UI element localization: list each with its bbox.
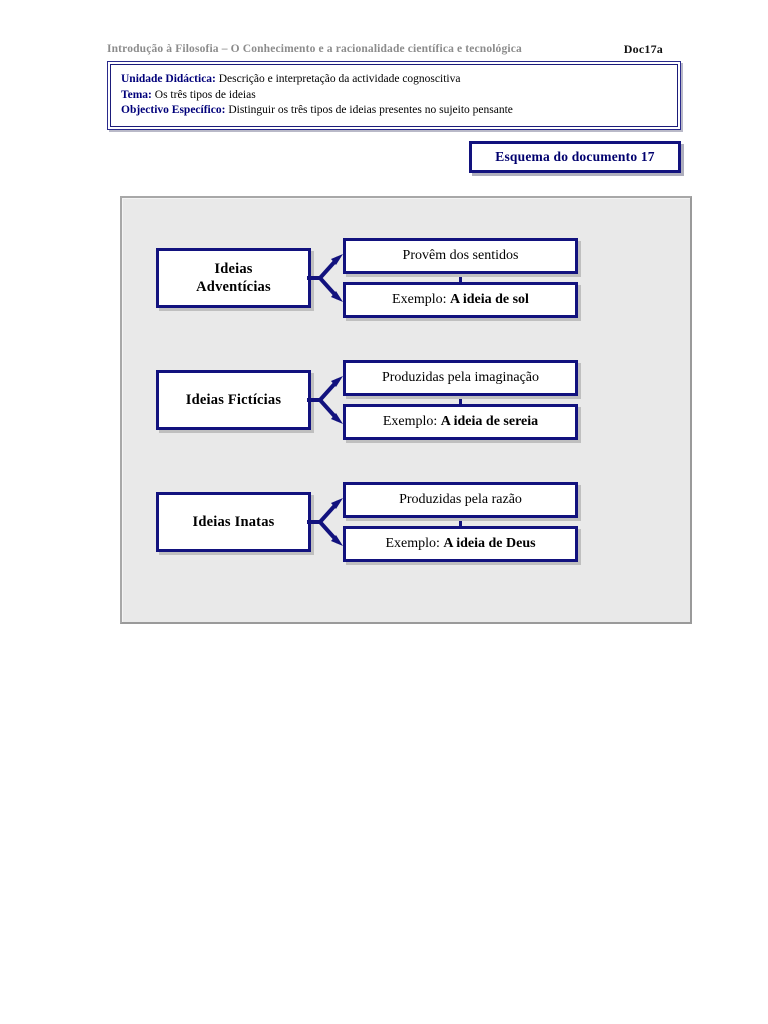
category-box-ficticias: Ideias Fictícias [156,370,311,430]
lesson-info-box: Unidade Didáctica: Descrição e interpret… [107,61,681,130]
category-label-adventicias: Ideias Adventícias [196,261,271,295]
category-label-inatas: Ideias Inatas [192,514,275,530]
info-value-objectivo-especifico: Distinguir os três tipos de ideias prese… [225,104,513,116]
info-label-objectivo-especifico: Objectivo Específico: [121,104,226,116]
category-box-adventicias: Ideias Adventícias [156,248,311,308]
example-text-inatas: Exemplo: A ideia de Deus [385,536,535,552]
example-value-adventicias: A ideia de sol [449,292,529,307]
description-box-inatas: Produzidas pela razão [343,482,578,518]
vertical-connector-adventicias [459,273,462,283]
description-label-inatas: Produzidas pela razão [399,492,522,507]
info-label-unidade-didactica: Unidade Didáctica: [121,73,216,85]
info-value-tema: Os três tipos de ideias [151,88,256,101]
vertical-connector-inatas [459,517,462,527]
example-box-adventicias: Exemplo: A ideia de sol [343,282,578,318]
example-text-adventicias: Exemplo: A ideia de sol [392,292,529,308]
header-doc-code: Doc17a [623,41,663,56]
diagram-group-adventicias: Ideias Adventícias Provêm dos sentidos E… [122,238,690,338]
example-box-ficticias: Exemplo: A ideia de sereia [343,404,578,440]
example-value-inatas: A ideia de Deus [443,536,536,551]
example-text-ficticias: Exemplo: A ideia de sereia [383,414,538,430]
esquema-title-box: Esquema do documento 17 [469,141,681,173]
category-label-ficticias: Ideias Fictícias [185,392,282,408]
description-box-ficticias: Produzidas pela imaginação [343,360,578,396]
header-title: Introdução à Filosofia – O Conhecimento … [107,43,522,55]
lesson-info-inner-frame: Unidade Didáctica: Descrição e interpret… [110,64,678,127]
vertical-connector-ficticias [459,395,462,405]
description-label-ficticias: Produzidas pela imaginação [381,370,540,385]
category-box-inatas: Ideias Inatas [156,492,311,552]
description-box-adventicias: Provêm dos sentidos [343,238,578,274]
document-header: Introdução à Filosofia – O Conhecimento … [107,40,685,58]
example-box-inatas: Exemplo: A ideia de Deus [343,526,578,562]
example-prefix-adventicias: Exemplo: [392,292,450,307]
example-value-ficticias: A ideia de sereia [440,414,539,429]
diagram-panel: Ideias Adventícias Provêm dos sentidos E… [120,196,692,624]
description-label-adventicias: Provêm dos sentidos [402,248,519,263]
example-prefix-inatas: Exemplo: [385,536,444,551]
diagram-group-inatas: Ideias Inatas Produzidas pela razão Exem… [122,482,690,582]
info-line-tema: Tema: Os três tipos de ideias [121,88,677,104]
info-label-tema: Tema: [121,88,152,101]
example-prefix-ficticias: Exemplo: [382,414,441,429]
info-line-unidade-didactica: Unidade Didáctica: Descrição e interpret… [121,72,677,88]
info-value-unidade-didactica: Descrição e interpretação da actividade … [215,73,461,85]
esquema-title-label: Esquema do documento 17 [495,149,655,164]
diagram-group-ficticias: Ideias Fictícias Produzidas pela imagina… [122,360,690,460]
info-line-objectivo-especifico: Objectivo Específico: Distinguir os três… [121,103,677,119]
